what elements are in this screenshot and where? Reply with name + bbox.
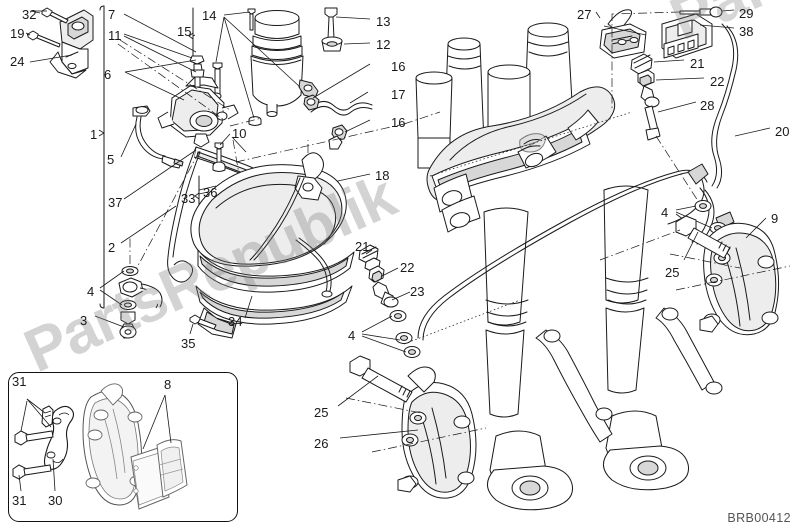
part-screw-13 bbox=[324, 7, 338, 40]
callout-4-right: 4 bbox=[661, 205, 669, 220]
part-bolt-25a bbox=[669, 215, 741, 269]
callout-13: 13 bbox=[376, 14, 391, 29]
part-screw-32 bbox=[41, 7, 69, 24]
callout-21-right: 21 bbox=[690, 56, 705, 71]
part-fitting-21b bbox=[630, 53, 685, 75]
part-sensor-22b bbox=[637, 69, 705, 103]
callout-21-center: 21 bbox=[355, 239, 370, 254]
callout-20: 20 bbox=[775, 124, 790, 139]
part-sensor-bracket-27 bbox=[595, 9, 647, 59]
callout-32: 32 bbox=[22, 7, 37, 22]
callout-12: 12 bbox=[376, 37, 391, 52]
callout-22-right: 22 bbox=[710, 74, 725, 89]
callout-37: 37 bbox=[108, 195, 123, 210]
callout-19: 19 bbox=[10, 26, 25, 41]
callout-15: 15 bbox=[177, 24, 192, 39]
part-switch-cable-5 bbox=[120, 105, 184, 169]
callout-7: 7 bbox=[108, 7, 116, 22]
inset-callout-30: 30 bbox=[48, 493, 63, 508]
callout-2: 2 bbox=[108, 240, 116, 255]
inset-callout-31-bottom: 31 bbox=[12, 493, 27, 508]
inset-callout-31-top: 31 bbox=[12, 374, 27, 389]
callout-35: 35 bbox=[181, 336, 196, 351]
callout-17: 17 bbox=[391, 87, 406, 102]
part-banjo-16a bbox=[303, 94, 320, 111]
part-fork-assembly bbox=[415, 22, 723, 511]
callout-25-right: 25 bbox=[665, 265, 680, 280]
callout-14: 14 bbox=[202, 8, 217, 23]
callout-1: 1 bbox=[90, 127, 98, 142]
callout-25-center: 25 bbox=[314, 405, 329, 420]
inset-artwork bbox=[12, 383, 188, 510]
callout-9: 9 bbox=[771, 211, 779, 226]
part-master-cylinder-6 bbox=[117, 13, 239, 148]
callout-28: 28 bbox=[700, 98, 715, 113]
inset-callout-8: 8 bbox=[164, 377, 172, 392]
part-fitting-11 bbox=[189, 55, 205, 88]
part-screw-35 bbox=[189, 314, 217, 335]
group-bracket-15 bbox=[188, 7, 194, 63]
part-screw-19 bbox=[27, 30, 61, 48]
part-bolt-25b bbox=[337, 355, 427, 415]
part-screw-29 bbox=[611, 6, 735, 110]
part-pipe-28 bbox=[644, 96, 701, 205]
part-screw-14a bbox=[247, 8, 256, 31]
callout-27: 27 bbox=[577, 7, 592, 22]
callout-33: 33 bbox=[181, 191, 196, 206]
part-screw-14b bbox=[212, 62, 223, 96]
group-bracket-1 bbox=[98, 5, 105, 309]
callout-10: 10 bbox=[232, 126, 247, 141]
drawing-code: BRB00412 bbox=[727, 511, 791, 525]
part-reservoir-15 bbox=[192, 7, 371, 126]
part-switch-21-22-23 bbox=[358, 244, 421, 358]
part-pivot-10 bbox=[212, 133, 247, 181]
callout-36: 36 bbox=[203, 185, 218, 200]
callout-6: 6 bbox=[104, 67, 112, 82]
part-switch-bracket-24 bbox=[25, 7, 94, 79]
callout-3: 3 bbox=[80, 313, 88, 328]
part-banjo-16b bbox=[328, 124, 348, 150]
part-hose-17 bbox=[303, 63, 373, 150]
callout-5: 5 bbox=[107, 152, 115, 167]
inset-panel-caliper-detail bbox=[8, 372, 238, 522]
callout-4-left: 4 bbox=[87, 284, 95, 299]
callout-18: 18 bbox=[375, 168, 390, 183]
callout-22-center: 22 bbox=[400, 260, 415, 275]
callout-23: 23 bbox=[410, 284, 425, 299]
callout-26: 26 bbox=[314, 436, 329, 451]
callout-4-center: 4 bbox=[348, 328, 356, 343]
part-handguard-34 bbox=[190, 152, 355, 339]
callout-16-upper: 16 bbox=[391, 59, 406, 74]
callout-11: 11 bbox=[108, 28, 122, 43]
part-caliper-26 bbox=[339, 366, 487, 499]
callout-34: 34 bbox=[228, 314, 243, 329]
callout-38: 38 bbox=[739, 24, 754, 39]
callout-16-lower: 16 bbox=[391, 115, 406, 130]
part-grommet-12 bbox=[321, 36, 343, 52]
part-banjo-bolts-3-4 bbox=[94, 236, 163, 339]
callout-29: 29 bbox=[739, 6, 754, 21]
part-connector-38 bbox=[661, 13, 735, 59]
callout-24: 24 bbox=[10, 54, 25, 69]
